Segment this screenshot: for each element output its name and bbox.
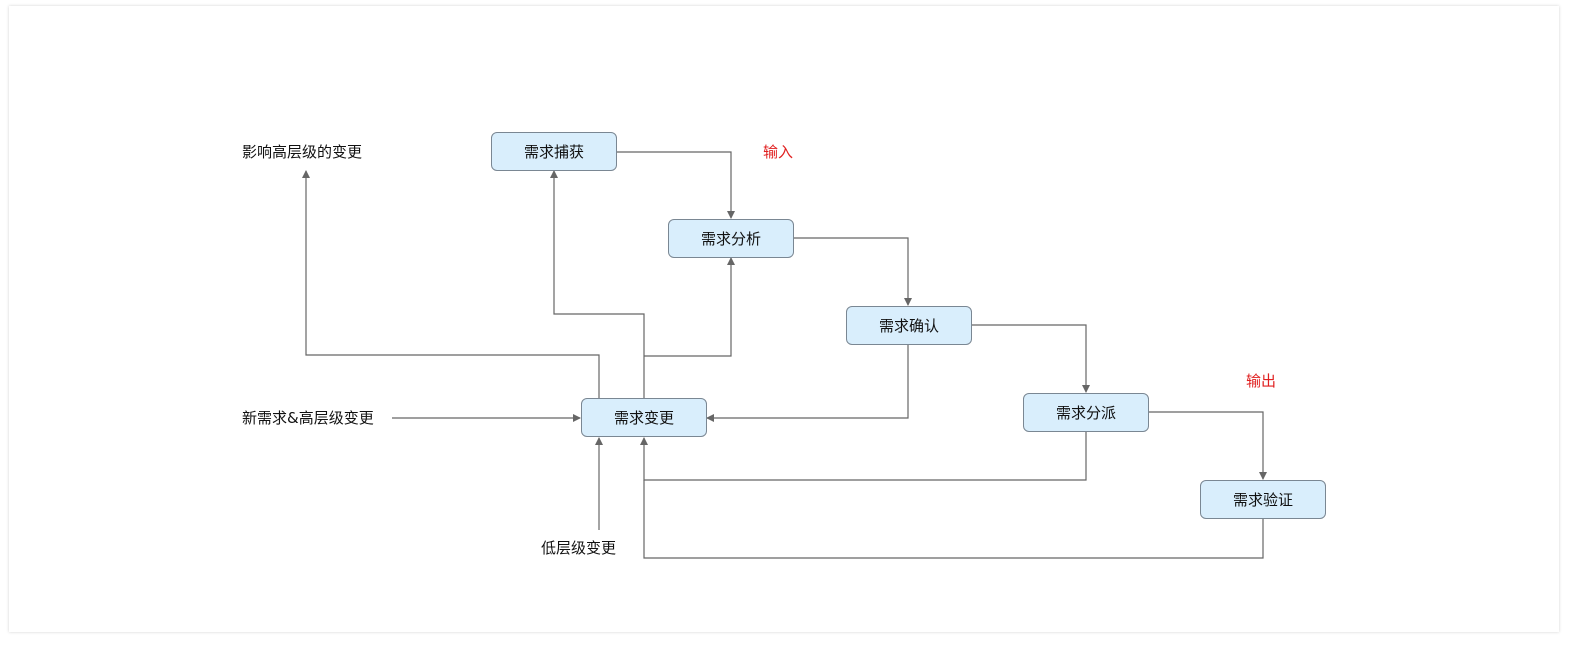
- edge-verify-to-change: [643, 480, 1264, 559]
- edge-confirm-to-change: [706, 345, 909, 422]
- label-high-impact-change: 影响高层级的变更: [242, 143, 363, 161]
- label-low-change: 低层级变更: [541, 539, 617, 557]
- edge-analysis-to-confirm: [793, 237, 912, 306]
- node-requirement-assign[interactable]: 需求分派: [1023, 393, 1149, 432]
- node-requirement-confirm[interactable]: 需求确认: [846, 306, 972, 345]
- edge-assign-to-change: [640, 432, 1087, 481]
- edge-capture-to-analysis: [616, 151, 735, 219]
- label-input: 输入: [763, 143, 794, 161]
- node-requirement-capture[interactable]: 需求捕获: [491, 132, 617, 171]
- node-requirement-change[interactable]: 需求变更: [581, 398, 707, 437]
- edge-change-to-high-impact: [302, 170, 600, 398]
- edge-confirm-to-assign: [971, 324, 1090, 393]
- edge-change-to-analysis: [644, 257, 735, 357]
- node-requirement-verify[interactable]: 需求验证: [1200, 480, 1326, 519]
- label-output: 输出: [1246, 372, 1277, 390]
- edge-assign-to-verify: [1148, 411, 1267, 480]
- node-requirement-analysis[interactable]: 需求分析: [668, 219, 794, 258]
- label-new-and-high-change: 新需求&高层级变更: [242, 409, 374, 427]
- diagram-canvas: [9, 6, 1559, 632]
